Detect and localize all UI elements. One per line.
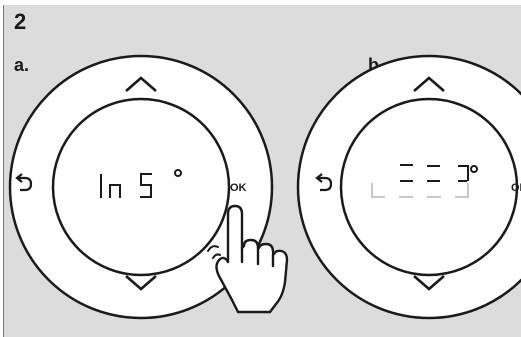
step-number: 2 — [14, 9, 27, 34]
thermostat-b: OK — [296, 54, 521, 320]
thermostat-a-display — [51, 97, 231, 277]
chevron-up-icon[interactable] — [413, 76, 445, 92]
pointing-hand-icon — [207, 204, 289, 314]
panel-a-label: a. — [14, 55, 30, 75]
ok-button[interactable]: OK — [230, 182, 247, 194]
display-reading-b — [371, 164, 478, 198]
chevron-down-icon[interactable] — [413, 275, 445, 291]
thermostat-a: OK — [8, 54, 289, 320]
back-arrow-icon[interactable] — [315, 173, 333, 192]
chevron-down-icon[interactable] — [125, 275, 157, 291]
display-reading-a — [100, 169, 182, 198]
panel-border — [3, 5, 4, 337]
thermostat-b-display — [339, 97, 519, 277]
back-arrow-icon[interactable] — [15, 173, 33, 192]
chevron-up-icon[interactable] — [125, 76, 157, 92]
ok-button[interactable]: OK — [511, 182, 521, 194]
